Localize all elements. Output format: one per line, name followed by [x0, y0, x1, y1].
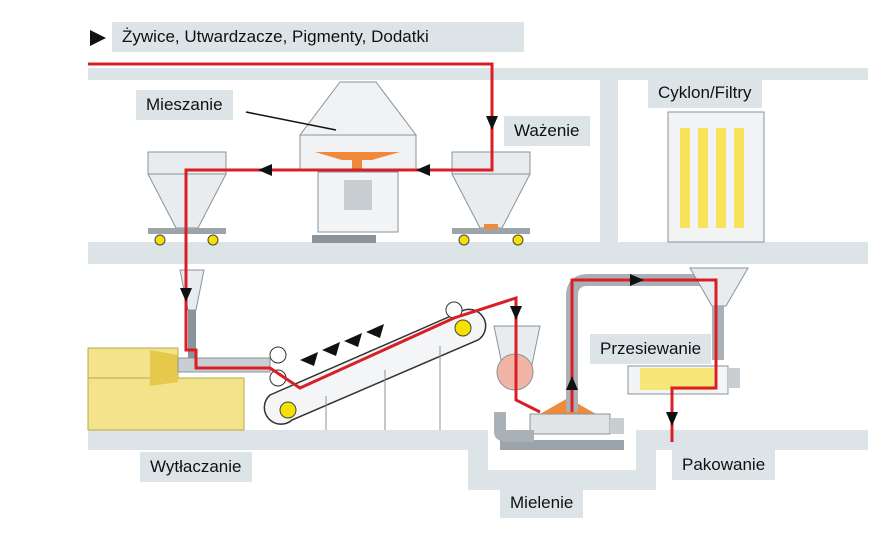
arrow-down-icon: [180, 288, 192, 302]
lower-floor-left: [88, 430, 468, 450]
building-structure: [88, 68, 868, 490]
arrow-left-icon: [258, 164, 272, 176]
extrusion-label: Wytłaczanie: [140, 452, 252, 482]
lower-floor-right: [656, 430, 868, 450]
extruder-machine: [87, 269, 271, 431]
arrow-down-icon: [510, 306, 522, 320]
right-triangle-icon: [90, 30, 106, 46]
weighing-label: Ważenie: [504, 116, 590, 146]
cyclone-filters: [667, 111, 765, 243]
materials-label: Żywice, Utwardzacze, Pigmenty, Dodatki: [112, 22, 524, 52]
conveyor-belt: [263, 301, 487, 430]
mixer-pointer-line: [245, 111, 337, 131]
sieve-machine: [627, 267, 749, 395]
mixer-machine: [298, 81, 418, 243]
arrow-left-icon: [416, 164, 430, 176]
pit-floor: [468, 470, 648, 490]
upper-floor-slab: [88, 242, 868, 264]
arrow-down-icon: [666, 412, 678, 426]
wall-pillar: [600, 80, 618, 245]
arrow-up-icon: [566, 376, 578, 390]
flow-line: [88, 62, 718, 442]
mixing-label: Mieszanie: [136, 90, 233, 120]
packing-label: Pakowanie: [672, 450, 776, 480]
sieving-label: Przesiewanie: [590, 334, 712, 364]
cyclone-label: Cyklon/Filtry: [648, 78, 762, 108]
arrow-down-icon: [486, 116, 498, 130]
arrow-right-icon: [630, 274, 644, 286]
flow-arrows: [180, 116, 678, 426]
milling-label: Mielenie: [500, 488, 584, 518]
ceiling-slab: [88, 68, 868, 80]
pit-wall-right: [636, 430, 656, 490]
